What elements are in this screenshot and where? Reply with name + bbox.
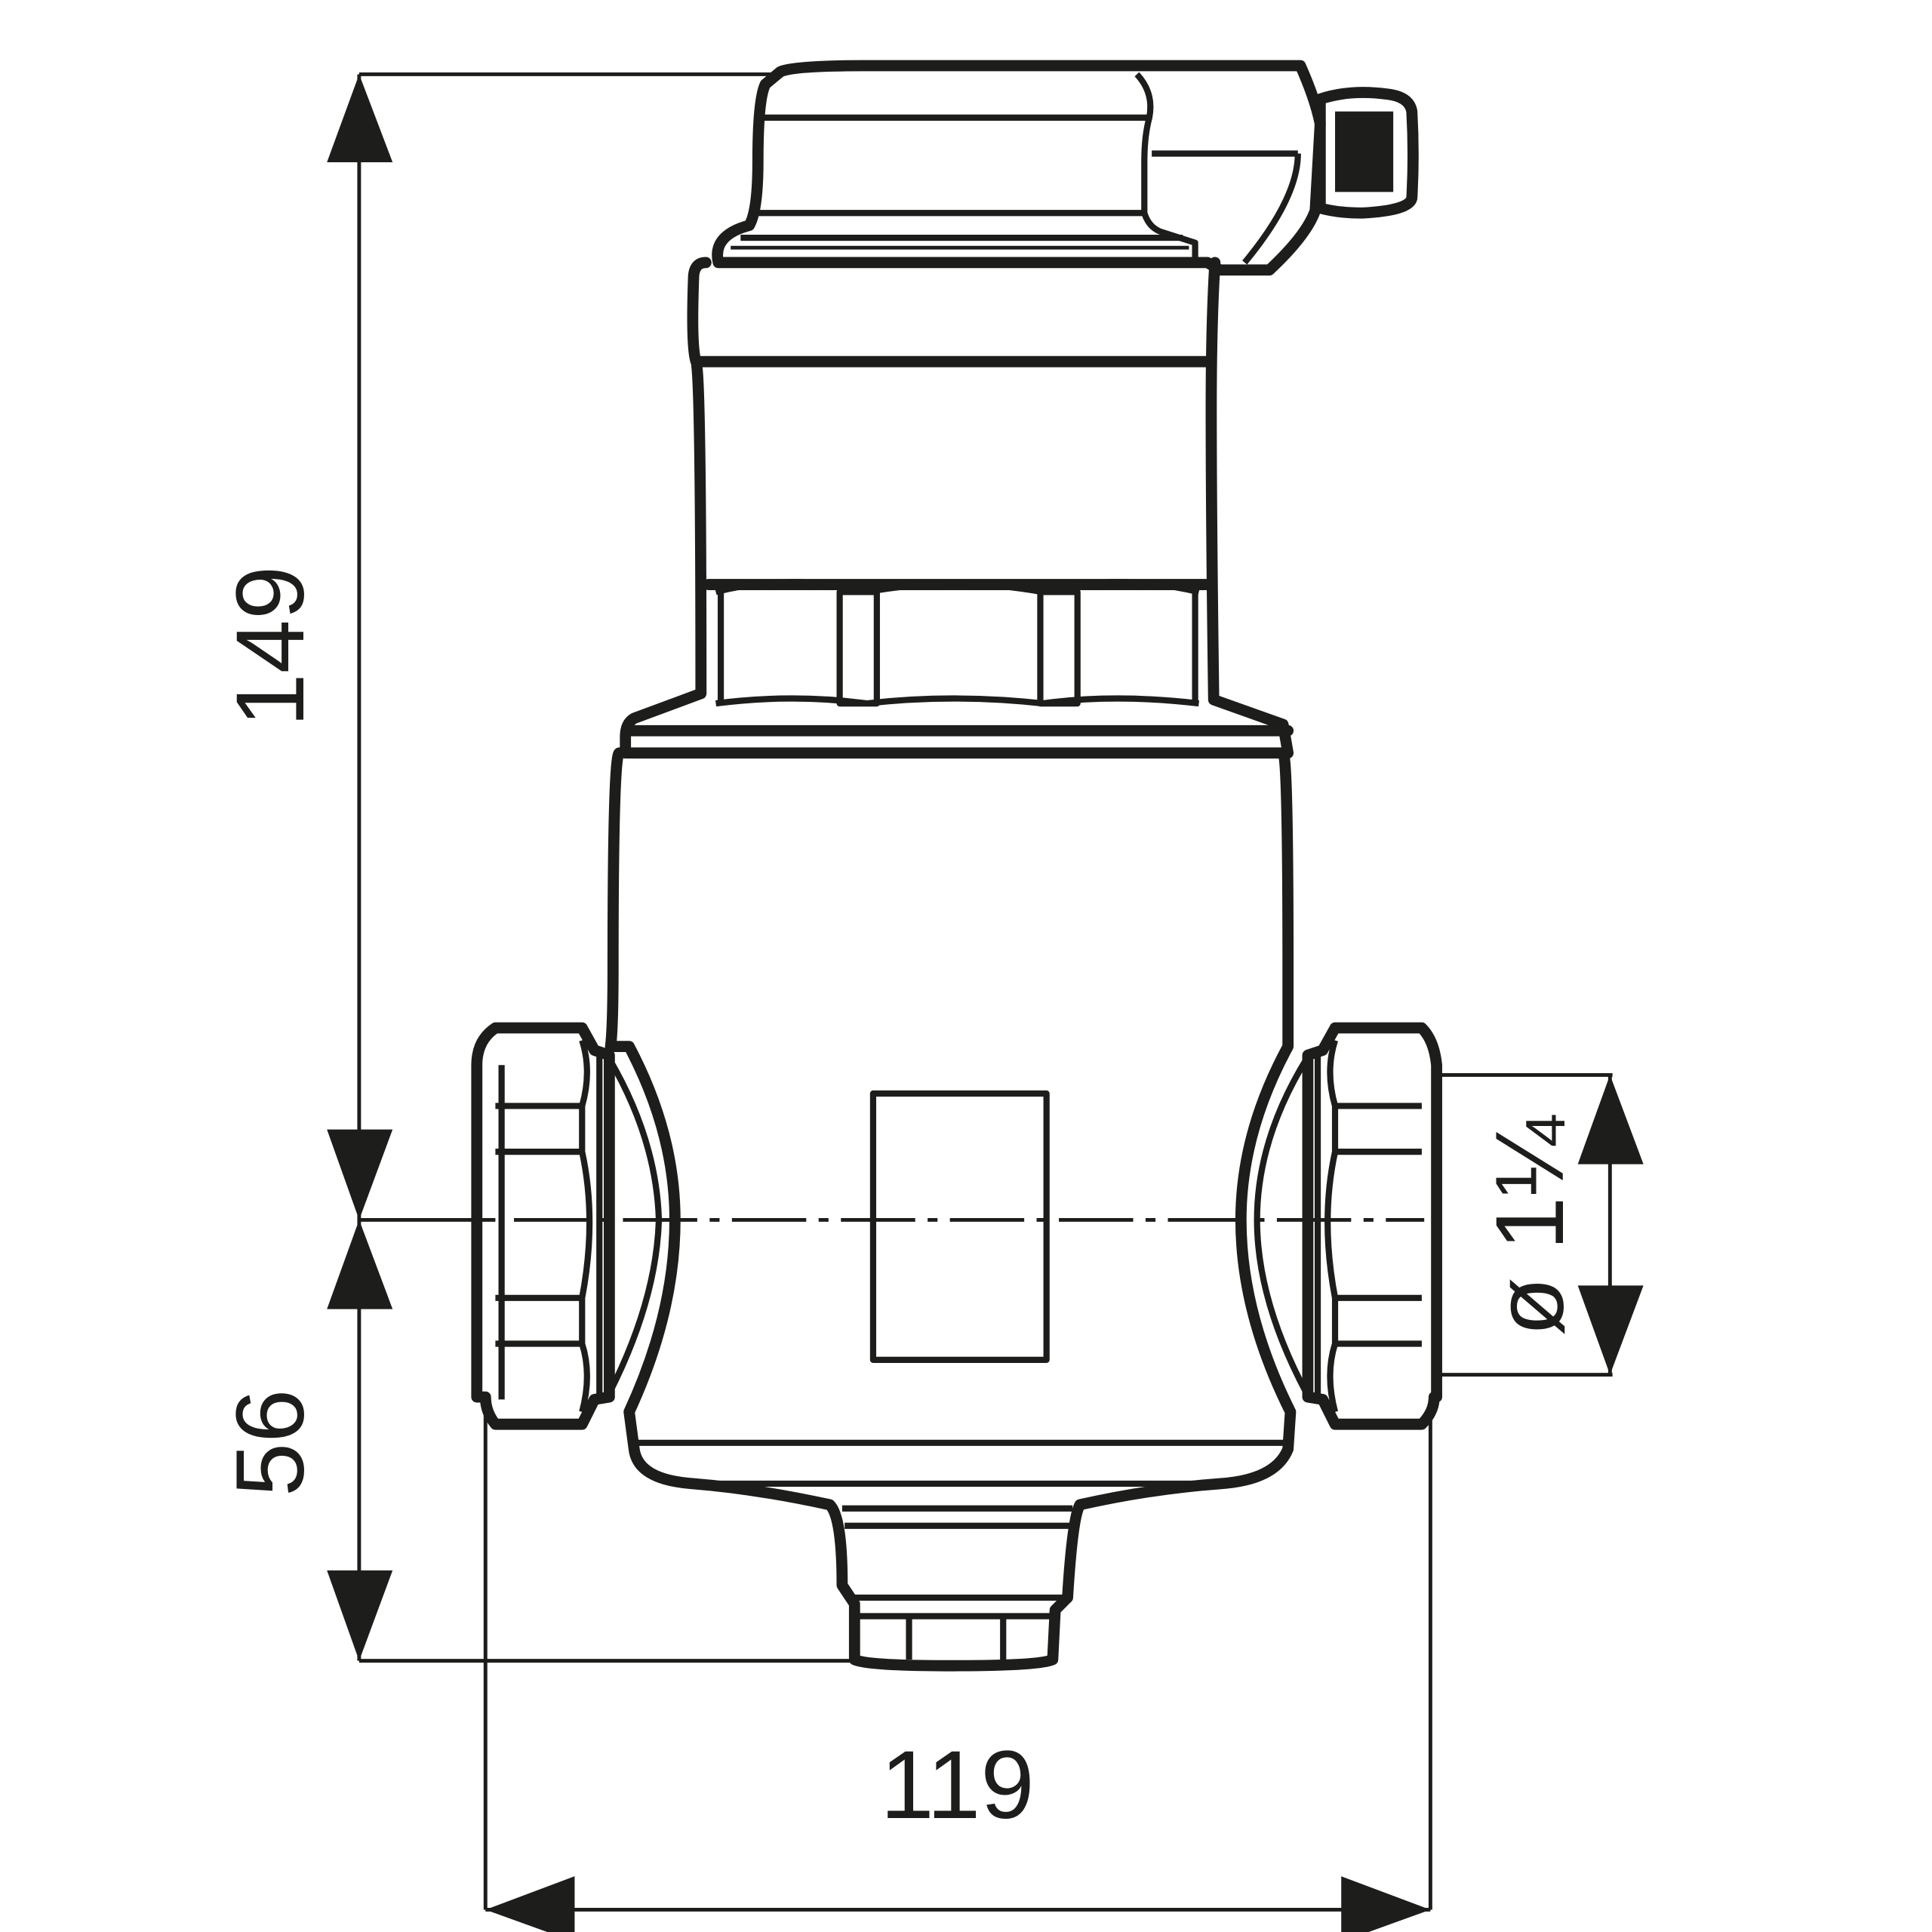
left-union-nut [471, 1022, 615, 1430]
nameplate [869, 1090, 1050, 1363]
air-vent-head [712, 60, 1419, 276]
right-union-nut [1302, 1022, 1442, 1430]
dimension-height-total: 149 [217, 566, 325, 728]
valve-main-body [605, 747, 1309, 1672]
valve-upper-body [620, 257, 1294, 759]
dimension-lines [327, 72, 1644, 1932]
dimension-connection-diameter: ø 1¼ [1476, 1115, 1584, 1337]
dimension-height-lower: 56 [217, 1389, 325, 1497]
dimension-width: 119 [880, 1731, 1034, 1839]
